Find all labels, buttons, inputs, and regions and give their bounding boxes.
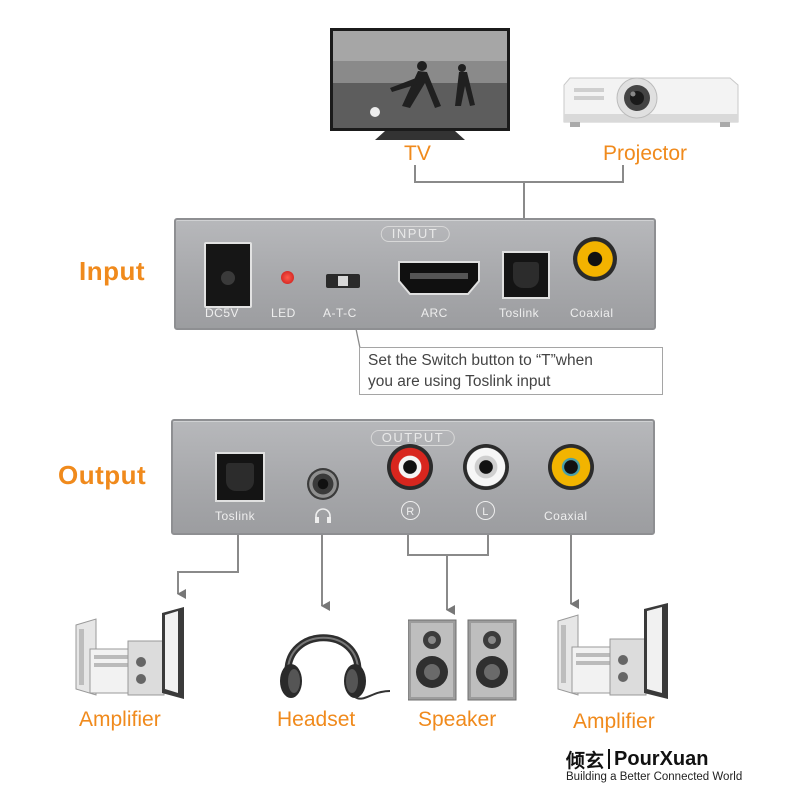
- brand-tagline: Building a Better Connected World: [566, 771, 743, 783]
- input-panel-title: INPUT: [380, 226, 450, 242]
- projector-label: Projector: [603, 142, 688, 165]
- input-port-label-arc: ARC: [421, 306, 448, 320]
- amplifier-left-label: Amplifier: [79, 708, 161, 731]
- input-port-label-atc: A-T-C: [323, 306, 357, 320]
- output-port-label-coaxial: Coaxial: [544, 509, 588, 523]
- output-section-label: Output: [58, 460, 147, 490]
- brand-name: PourXuan: [614, 747, 709, 770]
- headphone-jack: [307, 468, 339, 500]
- rca-left-badge: L: [476, 501, 495, 520]
- coaxial-input-port: [573, 237, 617, 281]
- rca-right-port: [387, 444, 433, 490]
- tv-image: [330, 28, 510, 146]
- switch-note-line2: you are using Toslink input: [368, 373, 551, 390]
- amplifier-right-label: Amplifier: [573, 710, 655, 733]
- rca-right-badge: R: [401, 501, 420, 520]
- output-panel: OUTPUT R L Toslink Coaxial: [171, 419, 655, 535]
- coaxial-output-port: [548, 444, 594, 490]
- tv-line: [414, 165, 624, 183]
- rca-left-label: L: [482, 506, 489, 518]
- arc-hdmi-port: [398, 261, 480, 295]
- toslink-input-port: [502, 251, 550, 299]
- input-port-label-toslink: Toslink: [499, 306, 540, 320]
- switch-note: Set the Switch button to “T”when you are…: [359, 347, 663, 395]
- brand-divider: [608, 749, 611, 769]
- input-panel: INPUT DC5V LED A-T-C ARC Toslink Coaxial: [174, 218, 656, 330]
- speaker-image: [407, 618, 524, 702]
- tv-label: TV: [404, 142, 431, 165]
- switch-note-line1: Set the Switch button to “T”when: [368, 352, 593, 369]
- led-indicator: [281, 271, 294, 284]
- amplifier-left-image: [66, 607, 192, 699]
- brand-chinese-name: 倾玄: [566, 749, 605, 772]
- brand-logo: 倾玄 PourXuan Building a Better Connected …: [566, 747, 786, 784]
- input-port-label-led: LED: [271, 306, 296, 320]
- input-port-label-dc5v: DC5V: [205, 306, 240, 320]
- rca-right-label: R: [406, 506, 415, 518]
- input-section-label: Input: [79, 256, 146, 286]
- headphone-icon: [314, 508, 332, 529]
- headset-label: Headset: [277, 708, 356, 731]
- atc-switch: [326, 274, 360, 288]
- amplifier-right-image: [550, 603, 676, 699]
- speaker-label: Speaker: [418, 708, 497, 731]
- output-port-label-toslink: Toslink: [215, 509, 256, 523]
- dc5v-port: [204, 242, 252, 308]
- toslink-output-port: [215, 452, 265, 502]
- projector-image: [560, 70, 740, 130]
- headset-image: [272, 611, 392, 705]
- input-port-label-coaxial: Coaxial: [570, 306, 614, 320]
- rca-left-port: [463, 444, 509, 490]
